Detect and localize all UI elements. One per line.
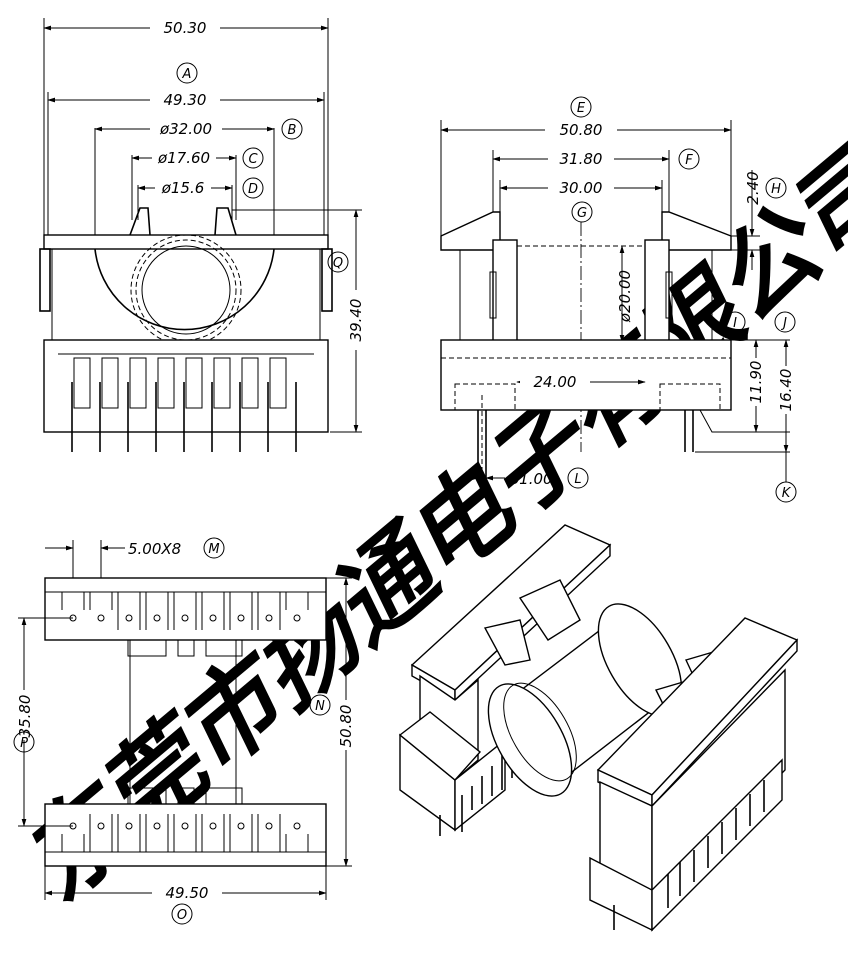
iso-front-base-face — [651, 668, 786, 907]
label-circle-h — [765, 177, 787, 199]
label-g: G — [577, 206, 587, 221]
dim-flange-width: 49.30 — [164, 91, 207, 109]
dim-total-height: 16.40 — [777, 369, 795, 412]
dim-pin-diameter: ø1.00 — [509, 470, 553, 488]
dim-inner-diameter: ø15.6 — [161, 179, 205, 197]
label-k: K — [782, 486, 792, 501]
label-b: B — [288, 123, 297, 138]
side-view: E 50.80 31.80 F 30.00 G 2.40 H — [440, 96, 797, 503]
dim-bottom-overall-width: 49.50 — [166, 884, 209, 902]
isometric-view — [398, 524, 799, 932]
label-q: Q — [333, 256, 343, 271]
label-j: J — [780, 316, 787, 331]
label-circle-m — [203, 537, 225, 559]
label-e: E — [577, 101, 586, 116]
label-circle-p — [13, 731, 35, 753]
label-circle-a — [176, 62, 198, 84]
label-a: A — [182, 67, 192, 82]
label-circle-q — [327, 251, 349, 273]
label-d: D — [248, 182, 258, 197]
label-circle-e — [570, 96, 592, 118]
side-right-flange — [644, 239, 670, 349]
dim-flange-span: 31.80 — [560, 150, 603, 168]
dim-height: 39.40 — [347, 299, 365, 342]
label-circle-j — [774, 311, 796, 333]
dim-outer-diameter: ø32.00 — [159, 120, 212, 138]
side-left-tab — [440, 211, 501, 251]
dim-winding-width: 30.00 — [560, 179, 603, 197]
label-circle-i — [724, 311, 746, 333]
dim-pin-pitch: 5.00X8 — [128, 540, 181, 558]
dim-overall-width: 50.30 — [164, 19, 207, 37]
label-circle-l — [567, 467, 589, 489]
bottom-pins-top-row — [61, 592, 309, 630]
label-circle-d — [242, 177, 264, 199]
label-circle-o — [171, 903, 193, 925]
dim-bottom-overall-length: 50.80 — [337, 705, 355, 748]
front-view: 50.30 49.30 A ø32.00 B ø17.60 C ø15.6 D … — [39, 18, 365, 452]
dim-side-overall-length: 50.80 — [560, 121, 603, 139]
dim-core-diameter: ø20.00 — [616, 270, 634, 323]
front-flange-plate — [43, 234, 329, 250]
bottom-lower-rail — [44, 803, 327, 867]
label-f: F — [685, 153, 693, 168]
label-circle-n — [309, 694, 331, 716]
dim-base-span: 24.00 — [534, 373, 577, 391]
label-l: L — [574, 472, 581, 487]
dim-base-height: 11.90 — [747, 361, 765, 404]
label-n: N — [315, 699, 325, 714]
front-pins — [71, 357, 297, 452]
side-left-flange — [492, 239, 518, 349]
label-circle-b — [281, 118, 303, 140]
label-circle-f — [678, 148, 700, 170]
dim-mid-diameter: ø17.60 — [157, 149, 210, 167]
bottom-top-rail — [44, 577, 327, 641]
label-circle-c — [242, 147, 264, 169]
label-h: H — [771, 182, 781, 197]
label-c: C — [248, 152, 258, 167]
label-m: M — [208, 542, 219, 557]
bottom-view: 5.00X8 M — [13, 537, 355, 925]
label-o: O — [177, 908, 187, 923]
label-circle-g — [571, 201, 593, 223]
iso-front-pins — [613, 780, 765, 930]
dim-tab-height: 2.40 — [744, 171, 762, 204]
side-right-tab — [661, 211, 732, 251]
label-p: P — [20, 736, 28, 751]
label-i: I — [733, 316, 737, 331]
dim-pin-row-distance: 35.80 — [16, 695, 34, 738]
